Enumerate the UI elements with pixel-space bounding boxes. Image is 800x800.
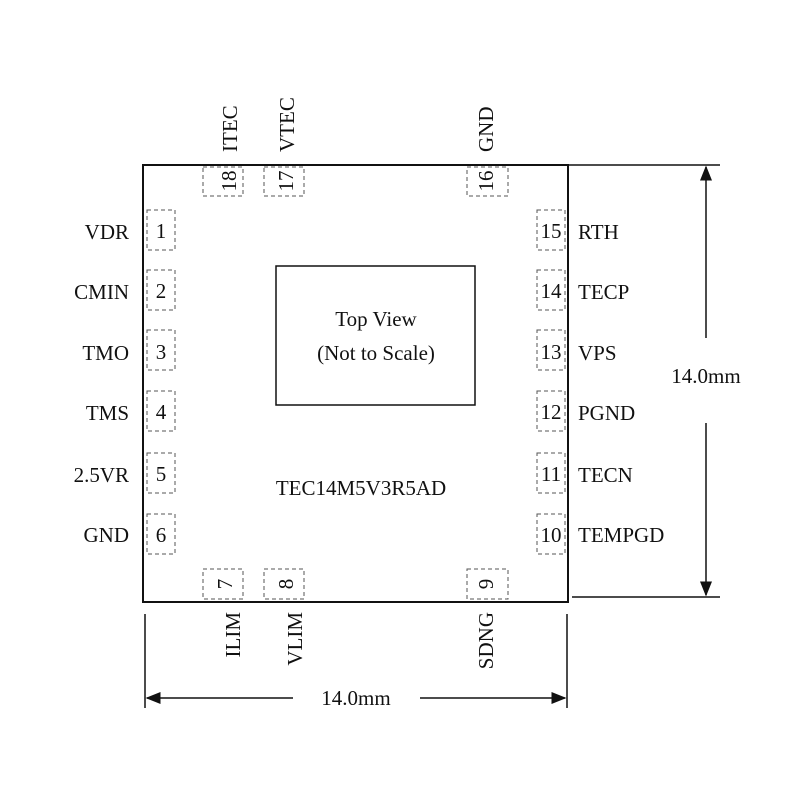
pin-name: VPS (578, 341, 617, 365)
pin-number: 17 (274, 171, 298, 192)
pin-15: 15 RTH (536, 209, 619, 251)
right-pins: 15 RTH 14 TECP 13 VPS 12 PGND 11 TECN 10… (536, 209, 664, 555)
pin-pad (536, 390, 566, 432)
pin-name: ILIM (221, 612, 245, 658)
left-pins: 1 VDR 2 CMIN 3 TMO 4 TMS 5 2.5VR 6 GND (74, 209, 176, 555)
pin-number: 14 (541, 279, 563, 303)
pin-pad (536, 329, 566, 371)
top-view-title: Top View (335, 307, 417, 331)
pin-number: 10 (541, 523, 562, 547)
pin-10: 10 TEMPGD (536, 513, 664, 555)
pin-number: 3 (156, 340, 167, 364)
pin-number: 8 (274, 579, 298, 590)
pin-name: TMS (86, 401, 129, 425)
pin-14: 14 TECP (536, 269, 629, 311)
pin-number: 11 (541, 462, 561, 486)
pin-3: 3 TMO (82, 329, 176, 371)
pin-pad (146, 209, 176, 251)
pin-pad (146, 329, 176, 371)
pin-pad (536, 513, 566, 555)
pin-name: ITEC (218, 105, 242, 152)
pin-name: GND (474, 107, 498, 153)
pin-7: 7 ILIM (202, 568, 245, 658)
pin-name: TECP (578, 280, 629, 304)
pin-number: 15 (541, 219, 562, 243)
pin-pad (536, 269, 566, 311)
pin-name: GND (84, 523, 130, 547)
top-view-box (275, 265, 476, 406)
pin-name: TEMPGD (578, 523, 664, 547)
pin-number: 5 (156, 462, 167, 486)
pin-pad (146, 513, 176, 555)
pin-16: 16 GND (466, 107, 509, 197)
width-dimension: 14.0mm (144, 614, 568, 710)
pin-pad (146, 390, 176, 432)
pin-9: 9 SDNG (466, 568, 509, 669)
pin-name: TMO (82, 341, 129, 365)
pin-number: 13 (541, 340, 562, 364)
pin-17: 17 VTEC (263, 97, 305, 197)
pin-number: 4 (156, 400, 167, 424)
pin-name: VDR (85, 220, 129, 244)
pin-pad (466, 568, 509, 600)
pin-5: 5 2.5VR (74, 452, 176, 494)
pin-1: 1 VDR (85, 209, 176, 251)
pin-number: 12 (541, 400, 562, 424)
pin-pad (146, 452, 176, 494)
pin-4: 4 TMS (86, 390, 176, 432)
pin-number: 9 (474, 579, 498, 590)
pin-name: RTH (578, 220, 619, 244)
pin-number: 7 (213, 579, 237, 590)
pin-11: 11 TECN (536, 452, 633, 494)
pin-8: 8 VLIM (263, 568, 307, 666)
pin-name: VTEC (275, 97, 299, 152)
pin-18: 18 ITEC (202, 105, 244, 197)
bottom-pins: 7 ILIM 8 VLIM 9 SDNG (202, 568, 509, 669)
pin-pad (536, 209, 566, 251)
pin-pad (536, 452, 566, 494)
pin-name: SDNG (474, 612, 498, 669)
pin-number: 1 (156, 219, 167, 243)
part-number: TEC14M5V3R5AD (276, 476, 446, 500)
pin-name: PGND (578, 401, 635, 425)
width-label: 14.0mm (321, 686, 390, 710)
pin-pad (146, 269, 176, 311)
pin-number: 2 (156, 279, 167, 303)
height-label: 14.0mm (671, 364, 740, 388)
pin-number: 18 (217, 171, 241, 192)
top-pins: 18 ITEC 17 VTEC 16 GND (202, 97, 509, 197)
pin-number: 16 (474, 171, 498, 192)
height-dimension: 14.0mm (568, 164, 741, 598)
pin-2: 2 CMIN (74, 269, 176, 311)
pin-6: 6 GND (84, 513, 176, 555)
pin-12: 12 PGND (536, 390, 635, 432)
pin-name: 2.5VR (74, 463, 129, 487)
pin-number: 6 (156, 523, 167, 547)
pin-name: CMIN (74, 280, 129, 304)
pin-name: TECN (578, 463, 633, 487)
pin-name: VLIM (283, 612, 307, 666)
pin-13: 13 VPS (536, 329, 617, 371)
top-view-note: (Not to Scale) (317, 341, 435, 365)
